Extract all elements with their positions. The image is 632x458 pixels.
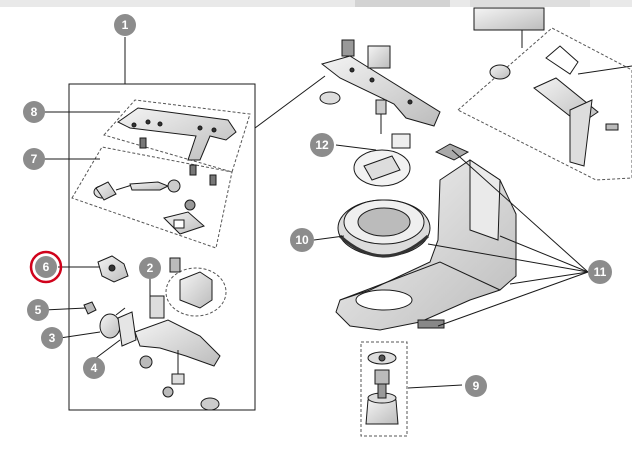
callout-9: 9 — [465, 375, 487, 397]
svg-text:6: 6 — [43, 260, 50, 274]
dashed-group-foot — [360, 341, 408, 437]
leader-lines-left — [43, 111, 151, 359]
dashed-group-knob — [71, 146, 233, 249]
svg-text:1: 1 — [122, 18, 129, 32]
callout-4: 4 — [83, 357, 105, 379]
part-foot-assembly — [365, 351, 399, 425]
part-nut — [83, 301, 97, 315]
callout-12: 12 — [310, 133, 334, 157]
svg-text:9: 9 — [473, 379, 480, 393]
svg-text:7: 7 — [31, 152, 38, 166]
part-turntable-ring — [337, 199, 431, 258]
svg-text:4: 4 — [91, 361, 98, 375]
part-thumb-knob — [99, 307, 137, 347]
part-top-rail — [319, 39, 441, 134]
callout-11: 11 — [588, 260, 612, 284]
callout-6-highlighted[interactable]: 6 — [29, 250, 63, 284]
part-knob-assembly — [93, 164, 217, 235]
svg-text:8: 8 — [31, 105, 38, 119]
svg-text:10: 10 — [295, 233, 309, 247]
callout-10: 10 — [290, 228, 314, 252]
svg-text:11: 11 — [594, 265, 607, 279]
leader-lines-right — [313, 65, 632, 389]
svg-text:2: 2 — [147, 261, 154, 275]
svg-text:3: 3 — [49, 331, 56, 345]
svg-text:5: 5 — [35, 303, 42, 317]
part-main-base — [335, 143, 517, 331]
dashed-group-top-right — [457, 27, 632, 181]
parts-frame-1 — [68, 37, 326, 411]
part-small-plate — [353, 133, 411, 187]
callout-2: 2 — [139, 257, 161, 279]
part-set-screw — [97, 255, 129, 283]
part-bracket — [169, 257, 213, 309]
callout-5: 5 — [27, 299, 49, 321]
browser-top-strip — [0, 0, 632, 7]
part-top-right-assembly — [473, 7, 619, 167]
callout-7: 7 — [23, 148, 45, 170]
part-base-plate — [134, 295, 221, 411]
callout-1: 1 — [114, 14, 136, 36]
callout-8: 8 — [23, 101, 45, 123]
dashed-group-bracket — [165, 267, 227, 317]
part-rail — [117, 107, 237, 161]
callout-3: 3 — [41, 327, 63, 349]
svg-text:12: 12 — [315, 138, 329, 152]
